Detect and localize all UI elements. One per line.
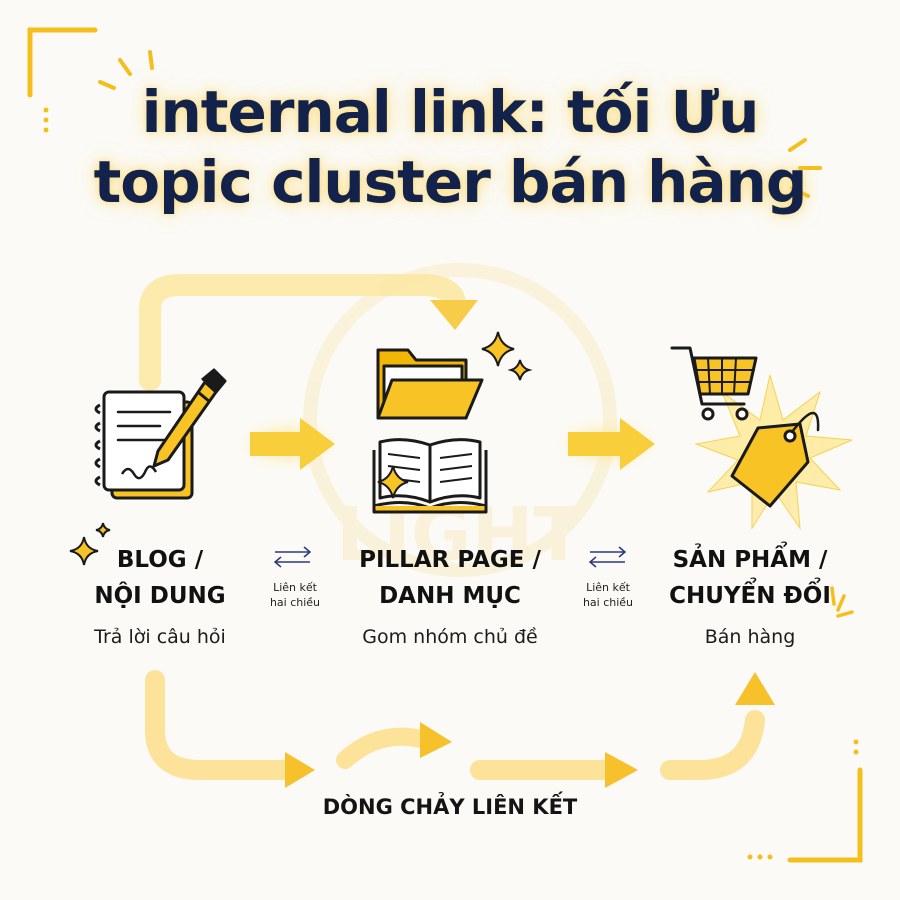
node-product-title-line-1: SẢN PHẨM / <box>672 547 828 573</box>
corner-dots <box>43 107 859 860</box>
folder-book-icon <box>372 348 488 514</box>
node-product-title: SẢN PHẨM / CHUYỂN ĐỔI <box>640 542 860 614</box>
arrow-blog-to-pillar <box>238 418 338 470</box>
top-left-bracket <box>27 27 98 98</box>
node-blog-title-line-2: NỘI DUNG <box>94 583 226 609</box>
link-label-1-line-1: Liên kết <box>273 581 317 594</box>
node-blog-subtitle: Trả lời câu hỏi <box>94 626 226 648</box>
link-label-2-line-2: hai chiều <box>582 596 634 609</box>
node-pillar-subtitle: Gom nhóm chủ đề <box>362 626 538 648</box>
node-pillar-title-line-2: DANH MỤC <box>379 583 521 609</box>
node-product-subtitle: Bán hàng <box>704 626 796 648</box>
page-title-line-2: topic cluster bán hàng <box>93 148 808 216</box>
page-title-line-1: internal link: tối Ưu <box>141 78 760 146</box>
node-product-title-line-2: CHUYỂN ĐỔI <box>669 583 831 609</box>
node-pillar-title: PILLAR PAGE / DANH MỤC <box>330 542 570 614</box>
link-label-2-line-1: Liên kết <box>586 581 630 594</box>
corner-brackets <box>27 27 863 863</box>
two-way-arrow-icon <box>273 546 312 568</box>
sparkle-icon <box>69 522 111 566</box>
node-pillar-title-line-1: PILLAR PAGE / <box>359 547 541 573</box>
link-label-2: Liên kết hai chiều <box>568 580 648 610</box>
bottom-right-bracket <box>787 767 863 863</box>
bottom-flow-arrow <box>145 670 775 788</box>
sparkle-icon <box>830 586 854 618</box>
link-label-1: Liên kết hai chiều <box>255 580 335 610</box>
notebook-pen-icon <box>94 368 227 500</box>
arrow-pillar-to-product <box>555 418 660 470</box>
link-label-1-line-2: hai chiều <box>269 596 321 609</box>
two-way-arrow-icon <box>588 546 627 568</box>
sparkle-icon <box>377 331 533 499</box>
cart-tag-icon <box>670 346 820 508</box>
flow-label: DÒNG CHẢY LIÊN KẾT <box>322 795 578 819</box>
node-blog-title: BLOG / NỘI DUNG <box>60 542 260 614</box>
title-sparkles <box>98 50 822 198</box>
node-blog-title-line-1: BLOG / <box>116 547 204 573</box>
top-flow-arrow <box>139 274 478 391</box>
